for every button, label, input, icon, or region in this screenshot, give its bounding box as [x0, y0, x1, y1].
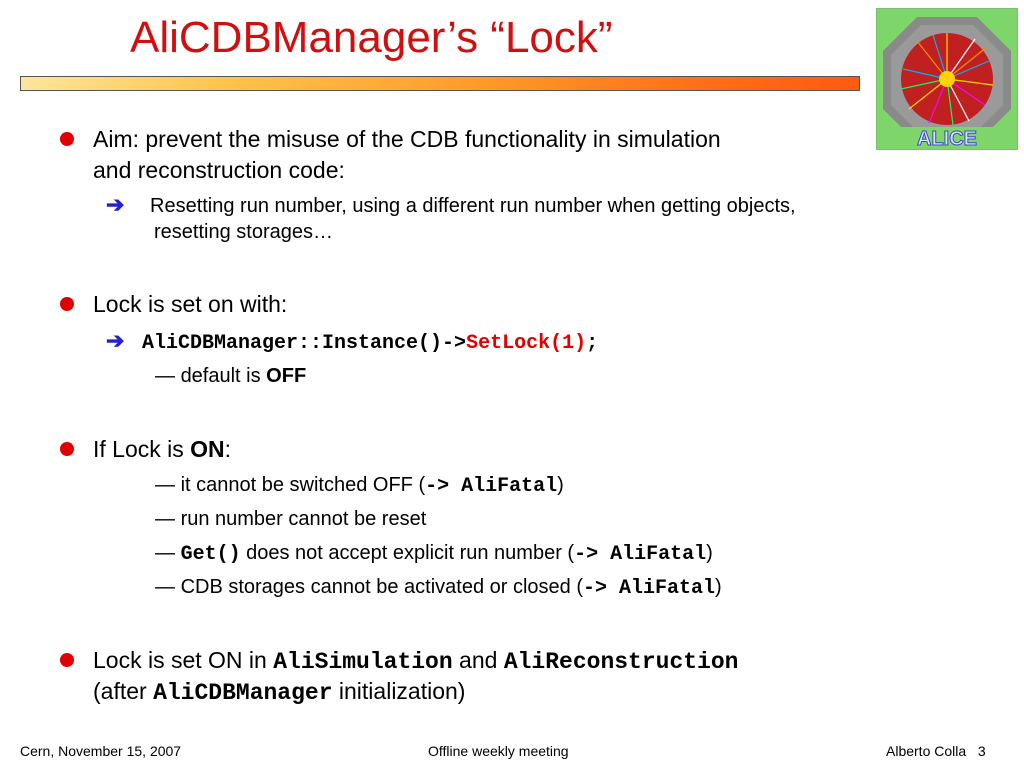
ali-cdb-manager-code: AliCDBManager: [153, 680, 333, 706]
lock-on-in-and: and: [452, 647, 504, 673]
arrow-right-icon: ➔: [106, 192, 125, 217]
ali-fatal-code: -> AliFatal: [583, 577, 716, 600]
aim-line-2: and reconstruction code:: [93, 157, 345, 183]
if-lock-prefix: If Lock is: [93, 436, 191, 462]
dash: —: [155, 576, 175, 598]
footer-author: Alberto Colla 3: [886, 742, 986, 760]
ali-reconstruction-code: AliReconstruction: [503, 649, 739, 675]
footer-meeting: Offline weekly meeting: [428, 743, 569, 759]
aim-sub-line-2: resetting storages…: [154, 221, 333, 243]
slide-title: AliCDBManager’s “Lock”: [130, 13, 613, 62]
default-off-line: — default is OFF: [155, 363, 306, 389]
aim-line-1: Aim: prevent the misuse of the CDB funct…: [93, 126, 721, 152]
if-lock-item-text: it cannot be switched OFF (: [180, 474, 426, 496]
set-lock-code-suffix: ;: [586, 332, 599, 355]
bullet-dot: [60, 297, 74, 311]
if-lock-item-text: run number cannot be reset: [180, 508, 427, 530]
dash: —: [155, 542, 175, 564]
default-text: default is: [180, 365, 267, 387]
if-lock-suffix: :: [224, 436, 232, 462]
if-lock-item-close: ): [706, 542, 713, 564]
if-lock-item-text: CDB storages cannot be activated or clos…: [180, 576, 583, 598]
set-lock-code-call: SetLock(1): [466, 332, 587, 355]
lock-on-in-line-2: (after AliCDBManager initialization): [93, 676, 465, 708]
lock-on-in-prefix: Lock is set ON in: [93, 647, 274, 673]
bullet-dot: [60, 132, 74, 146]
ali-fatal-code: -> AliFatal: [574, 543, 707, 566]
lock-on-in-line-1: Lock is set ON in AliSimulation and AliR…: [93, 645, 738, 677]
footer-date: Cern, November 15, 2007: [20, 743, 182, 759]
bullet-dot: [60, 653, 74, 667]
title-underline-bar: [20, 76, 860, 91]
get-code: Get(): [180, 543, 241, 566]
if-lock-item: — Get() does not accept explicit run num…: [155, 540, 713, 568]
dash: —: [155, 508, 175, 530]
alice-logo-text: ALICE: [917, 128, 977, 149]
set-lock-code-prefix: AliCDBManager::Instance()->: [142, 332, 467, 355]
if-lock-value: ON: [190, 436, 225, 462]
lock-on-in-after: (after: [93, 678, 154, 704]
if-lock-item-text: does not accept explicit run number (: [240, 542, 575, 564]
bullet-dot: [60, 442, 74, 456]
footer-page-number: 3: [977, 743, 986, 759]
arrow-right-icon: ➔: [106, 328, 125, 353]
lock-set-text: Lock is set on with:: [93, 291, 288, 317]
dash: —: [155, 474, 175, 496]
if-lock-item-close: ): [557, 474, 564, 496]
lock-on-in-init: initialization): [332, 678, 466, 704]
alice-logo: ALICE: [876, 8, 1018, 150]
alice-logo-graphic: ALICE: [877, 17, 1017, 149]
default-value: OFF: [266, 365, 307, 387]
set-lock-code: AliCDBManager::Instance()->SetLock(1);: [142, 329, 598, 357]
dash: —: [155, 365, 175, 387]
if-lock-item: — CDB storages cannot be activated or cl…: [155, 574, 722, 602]
ali-fatal-code: -> AliFatal: [425, 475, 558, 498]
aim-sub-line-1: Resetting run number, using a different …: [150, 195, 796, 217]
if-lock-item: — it cannot be switched OFF (-> AliFatal…: [155, 472, 564, 500]
if-lock-text: If Lock is ON:: [93, 434, 231, 464]
if-lock-item: — run number cannot be reset: [155, 506, 426, 532]
if-lock-item-close: ): [715, 576, 722, 598]
footer-author-name: Alberto Colla: [886, 743, 967, 759]
ali-simulation-code: AliSimulation: [273, 649, 453, 675]
